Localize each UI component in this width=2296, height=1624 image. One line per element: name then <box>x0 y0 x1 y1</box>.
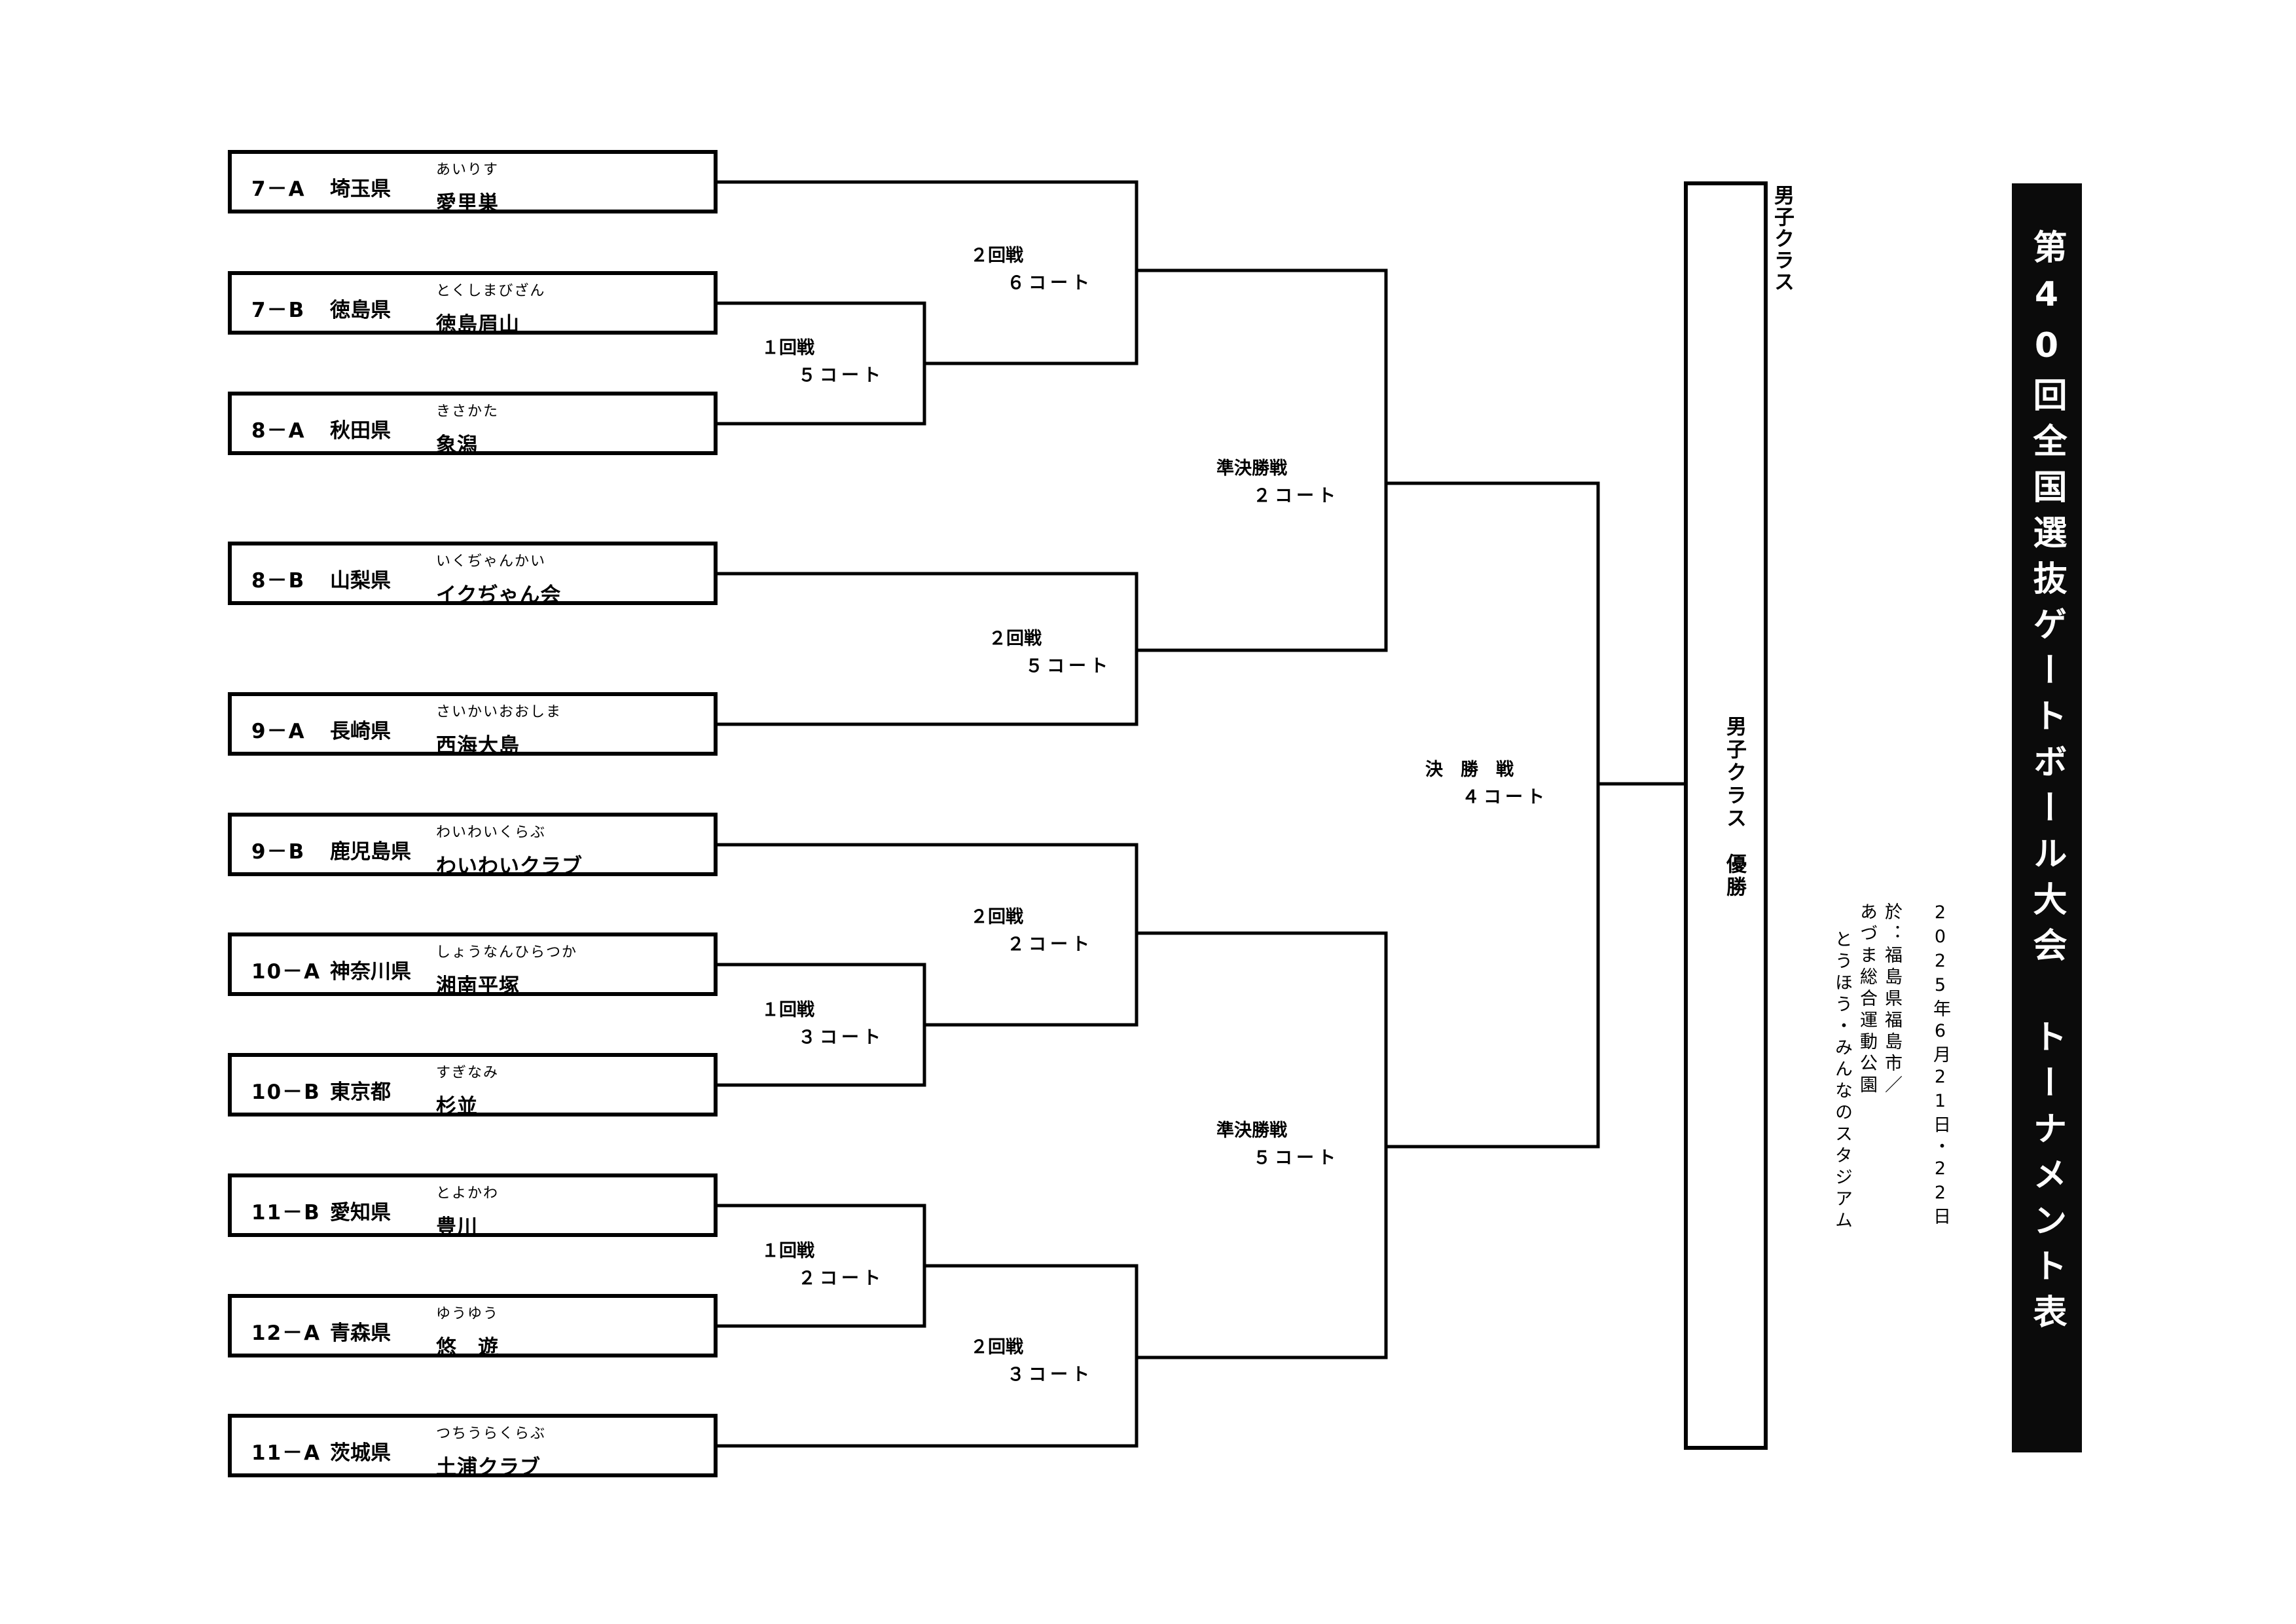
match-round: ２回戦 <box>970 907 1023 927</box>
match-round: １回戦 <box>761 1000 814 1020</box>
team-ruby: すぎなみ <box>436 1065 500 1081</box>
match-label: １回戦 ３コート <box>761 997 884 1052</box>
match-round: ２回戦 <box>970 1337 1023 1357</box>
match-round: １回戦 <box>761 338 814 358</box>
match-court: ４コート <box>1462 787 1548 807</box>
team-box: 12－A 青森県 ゆうゆう 悠 遊 <box>228 1294 718 1359</box>
team-code: 9－B <box>251 840 306 864</box>
team-code: 11－B <box>251 1201 321 1225</box>
team-ruby: しょうなんひらつか <box>436 944 578 961</box>
team-prefecture: 鹿児島県 <box>330 840 411 864</box>
match-label: １回戦 ２コート <box>761 1238 884 1293</box>
bracket-r2-a <box>716 180 1139 365</box>
team-ruby: いくぢゃんかい <box>436 553 547 570</box>
event-venue-line2: あづま総合運動公園 <box>1857 902 1877 1097</box>
match-label: ２回戦 ３コート <box>970 1334 1093 1389</box>
team-box: 11－B 愛知県 とよかわ 豊川 <box>228 1173 718 1239</box>
team-prefecture: 茨城県 <box>330 1441 391 1465</box>
team-prefecture: 秋田県 <box>330 419 391 443</box>
match-label: ２回戦 ５コート <box>989 625 1112 680</box>
team-code: 8－B <box>251 569 306 593</box>
match-round: 準決勝戦 <box>1216 458 1287 479</box>
match-label: 準決勝戦 ２コート <box>1216 455 1339 510</box>
match-round: ２回戦 <box>989 629 1042 649</box>
team-prefecture: 東京都 <box>330 1080 391 1104</box>
match-label: 決 勝 戦 ４コート <box>1425 756 1548 811</box>
team-name: 土浦クラブ <box>436 1456 541 1479</box>
team-name: 湘南平塚 <box>436 974 520 998</box>
team-prefecture: 長崎県 <box>330 720 391 743</box>
team-name: 悠 遊 <box>436 1336 499 1359</box>
match-round: ２回戦 <box>970 246 1023 266</box>
team-box: 9－A 長崎県 さいかいおおしま 西海大島 <box>228 692 718 758</box>
team-prefecture: 埼玉県 <box>330 177 391 201</box>
team-ruby: あいりす <box>436 162 500 178</box>
team-box: 8－B 山梨県 いくぢゃんかい イクぢゃん会 <box>228 542 718 607</box>
bracket-sf-top <box>1135 268 1388 652</box>
match-court: ６コート <box>1007 273 1093 293</box>
team-box: 11－A 茨城県 つちうらくらぶ 土浦クラブ <box>228 1414 718 1479</box>
match-round: 決 勝 戦 <box>1425 760 1514 780</box>
team-box: 10－A 神奈川県 しょうなんひらつか 湘南平塚 <box>228 932 718 998</box>
match-label: ２回戦 ２コート <box>970 904 1093 959</box>
team-name: 西海大島 <box>436 734 520 758</box>
team-ruby: きさかた <box>436 403 500 420</box>
team-prefecture: 愛知県 <box>330 1201 391 1225</box>
team-box: 8－A 秋田県 きさかた 象潟 <box>228 392 718 457</box>
team-ruby: ゆうゆう <box>436 1306 500 1322</box>
team-name: 徳島眉山 <box>436 313 520 337</box>
team-code: 10－B <box>251 1080 321 1104</box>
page-title: 第40回全国選抜ゲートボール大会 トーナメント表 <box>2027 229 2066 1340</box>
team-code: 11－A <box>251 1441 321 1465</box>
team-prefecture: 神奈川県 <box>330 960 411 984</box>
match-court: ５コート <box>1253 1148 1339 1168</box>
event-venue-line3: とうほう・みんなのスタジアム <box>1832 930 1852 1232</box>
event-venue-line1: 於：福島県福島市／ <box>1882 902 1902 1097</box>
team-name: イクぢゃん会 <box>436 583 562 607</box>
team-code: 10－A <box>251 960 321 984</box>
team-code: 7－B <box>251 299 306 322</box>
match-round: １回戦 <box>761 1241 814 1261</box>
title-bar: 第40回全国選抜ゲートボール大会 トーナメント表 <box>2012 183 2082 1452</box>
team-box: 7－A 埼玉県 あいりす 愛里巣 <box>228 150 718 215</box>
team-box: 9－B 鹿児島県 わいわいくらぶ わいわいクラブ <box>228 813 718 878</box>
match-label: ２回戦 ６コート <box>970 242 1093 297</box>
team-code: 7－A <box>251 177 306 201</box>
match-court: ３コート <box>798 1027 884 1048</box>
match-court: ５コート <box>798 365 884 386</box>
team-name: 象潟 <box>436 434 478 457</box>
team-name: わいわいクラブ <box>436 855 583 878</box>
winner-label: 男子クラス 優勝 <box>1722 716 1746 899</box>
event-date: 2025年6月21日・22日 <box>1930 902 1950 1228</box>
match-label: １回戦 ５コート <box>761 335 884 390</box>
match-court: ２コート <box>798 1268 884 1289</box>
team-box: 7－B 徳島県 とくしまびざん 徳島眉山 <box>228 271 718 337</box>
team-ruby: わいわいくらぶ <box>436 824 547 841</box>
team-prefecture: 青森県 <box>330 1321 391 1345</box>
team-ruby: さいかいおおしま <box>436 704 562 720</box>
match-court: ２コート <box>1007 934 1093 955</box>
team-ruby: とくしまびざん <box>436 283 546 299</box>
team-ruby: つちうらくらぶ <box>436 1426 547 1442</box>
team-name: 杉並 <box>436 1095 478 1118</box>
team-box: 10－B 東京都 すぎなみ 杉並 <box>228 1053 718 1118</box>
match-court: ５コート <box>1025 656 1112 676</box>
team-prefecture: 徳島県 <box>330 299 391 322</box>
team-code: 9－A <box>251 720 306 743</box>
bracket-final <box>1384 481 1600 1149</box>
winner-box: 男子クラス 優勝 <box>1684 181 1768 1450</box>
team-ruby: とよかわ <box>436 1185 500 1202</box>
team-code: 12－A <box>251 1321 321 1345</box>
team-prefecture: 山梨県 <box>330 569 391 593</box>
team-name: 愛里巣 <box>436 192 499 215</box>
match-court: ３コート <box>1007 1365 1093 1385</box>
class-label: 男子クラス <box>1770 185 1794 293</box>
match-label: 準決勝戦 ５コート <box>1216 1117 1339 1172</box>
match-round: 準決勝戦 <box>1216 1120 1287 1141</box>
team-code: 8－A <box>251 419 306 443</box>
team-name: 豊川 <box>436 1215 478 1239</box>
match-court: ２コート <box>1253 486 1339 506</box>
